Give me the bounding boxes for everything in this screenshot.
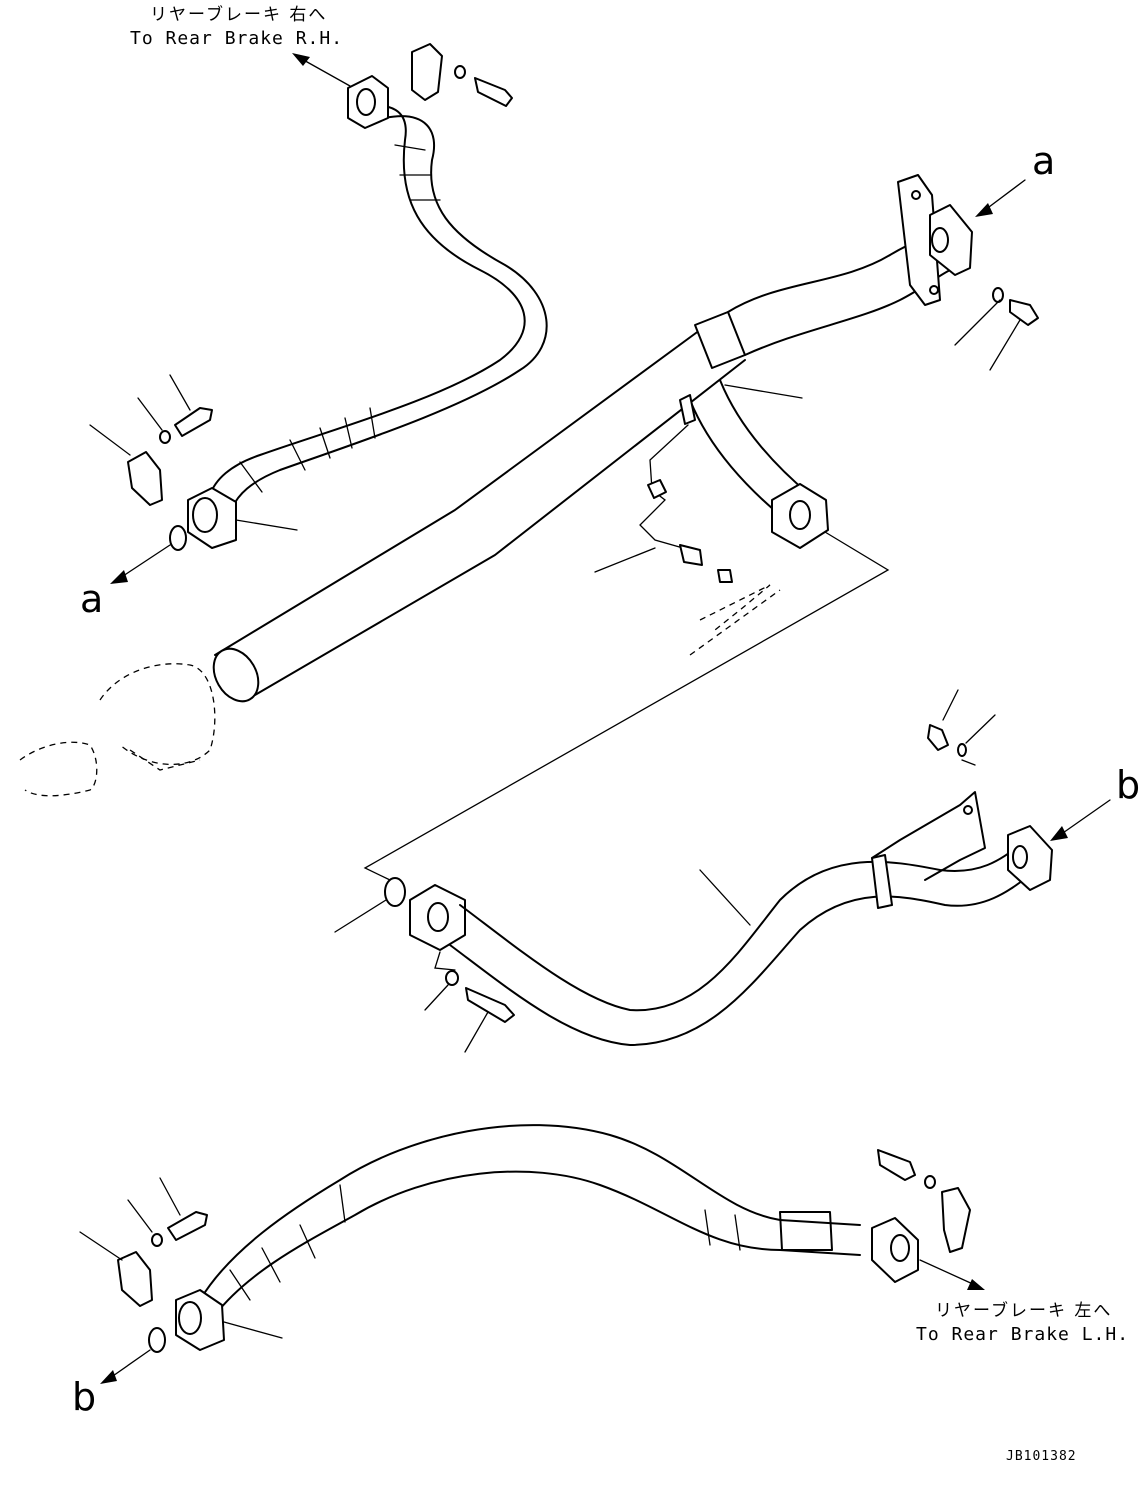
ref-label-b-left: b: [72, 1375, 96, 1419]
label-rear-brake-rh-en: To Rear Brake R.H.: [130, 28, 343, 49]
label-rear-brake-lh-en: To Rear Brake L.H.: [916, 1324, 1129, 1345]
ref-label-a-top: a: [1032, 139, 1055, 183]
ref-label-b-right: b: [1116, 763, 1140, 807]
drawing-code: JB101382: [1006, 1449, 1077, 1464]
hose-rear-brake-lh: [79, 1124, 985, 1384]
label-rear-brake-rh-jp: リヤーブレーキ 右へ: [150, 4, 327, 25]
ref-label-a-left: a: [80, 577, 103, 621]
main-tube-assembly: [19, 174, 1039, 881]
lower-tube-assembly: [334, 689, 1111, 1053]
label-rear-brake-lh-jp: リヤーブレーキ 左へ: [935, 1300, 1112, 1321]
hose-rear-brake-rh: [89, 43, 548, 584]
